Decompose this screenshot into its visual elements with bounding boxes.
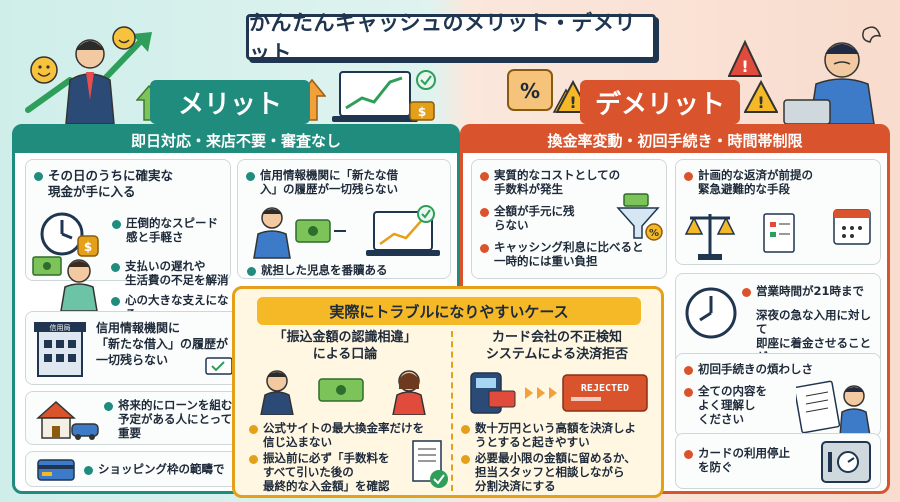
svg-text:%: % (649, 228, 659, 239)
trouble-header: 実際にトラブルになりやすいケース (257, 297, 641, 325)
merit-item: 就担した児息を番贖ある (247, 263, 388, 277)
demerit-item: キャッシング利息に比べると 一時的には重い負担 (480, 240, 644, 268)
demerit-header: 換金率変動・初回手続き・時間帯制限 (463, 127, 887, 153)
page-title: かんたんキャッシュのメリット・デメリット (246, 11, 656, 65)
cash-person-icon (32, 256, 98, 311)
svg-text:信用局: 信用局 (50, 323, 71, 332)
svg-text:$: $ (84, 240, 92, 254)
trouble-panel: 実際にトラブルになりやすいケース 「振込金額の認識相違」 による口論 公式サイト… (232, 286, 664, 498)
businessman-arrow-illustration (25, 26, 152, 125)
demerit-item: 初回手続きの煩わしさ (684, 362, 813, 376)
merit-item: 圧倒的なスピード 感と手軽さ (112, 216, 218, 244)
merit-header: 即日対応・来店不要・審査なし (15, 127, 457, 153)
check-icon (416, 70, 436, 90)
argument-illustration (260, 370, 426, 415)
merit-banner: メリット (150, 80, 310, 124)
merit-item: 信用情報機関に 「新たな借入」の履歴が 一切残らない (96, 321, 229, 367)
trouble-item: 必要最小限の金額に留めるか、 担当スタッフと相談しながら 分割決済にする (461, 451, 636, 493)
demerit-item: 全額が手元に残 らない (480, 204, 575, 232)
merit-item: 将来的にローンを組む 予定がある人にとって 重要 (104, 398, 232, 440)
divider (451, 331, 453, 491)
demerit-item: 営業時間が21時まで (742, 284, 864, 298)
merit-card-right: 信用情報機関に「新たな借 入」の履歴が一切残らない (237, 159, 451, 279)
credit-card-icon (37, 459, 75, 481)
svg-text:%: % (520, 79, 540, 103)
svg-text:!: ! (569, 93, 576, 112)
clock-icon (685, 287, 737, 339)
rejected-label: REJECTED (581, 383, 629, 394)
demerit-item: 全ての内容を よく理解し ください (684, 384, 767, 426)
svg-text:!: ! (757, 93, 764, 112)
scale-calendar-illustration (684, 209, 871, 260)
demerit-card-suspension: カードの利用停止 を防ぐ (675, 433, 881, 489)
demerit-banner: デメリット (580, 80, 740, 124)
money-bag-icon (77, 235, 99, 257)
trouble-case-title: カード会社の不正検知 システムによる決済拒否 (485, 330, 629, 362)
worried-person-illustration (783, 26, 882, 124)
money-bag-icon (409, 101, 435, 121)
person-document-icon (796, 380, 871, 436)
demerit-card-first-time: 初回手続きの煩わしさ 全ての内容を よく理解し ください (675, 353, 881, 437)
merit-item: ショッピング枠の範疇で (84, 462, 225, 476)
trouble-item: 数十万円という高額を決済しよ うとすると起きやすい (461, 421, 636, 449)
trouble-item: 振込前に必ず「手数料を すべて引いた後の 最終的な入金額」を確認 (249, 451, 390, 493)
building-icon: 信用局 (34, 322, 86, 377)
demerit-card-fees: 実質的なコストとしての 手数料が発生 全額が手元に残 らない キャッシング利息に… (471, 159, 667, 279)
demerit-item: 実質的なコストとしての 手数料が発生 (480, 168, 620, 196)
merit-card-future-loan: 将来的にローンを組む 予定がある人にとって 重要 (25, 391, 239, 445)
trouble-case-title: 「振込金額の認識相違」 による口論 (273, 330, 417, 362)
demerit-item: カードの利用停止 を防ぐ (684, 446, 790, 474)
receipt-icon (412, 440, 448, 488)
svg-text:$: $ (418, 105, 426, 119)
merit-card-same-day: その日のうちに確実な 現金が手に入る $ 圧倒的なスピード 感と手軽さ (25, 159, 231, 281)
safe-icon (821, 441, 871, 483)
merit-item: 信用情報機関に「新たな借 入」の履歴が一切残らない (246, 168, 398, 196)
warning-icon: ! (728, 39, 762, 77)
clock-icon: $ (40, 212, 99, 257)
demerit-card-hours: 営業時間が21時まで 深夜の急な入用に対して 即座に着金させることが できない (675, 273, 881, 378)
trouble-case-fraud: カード会社の不正検知 システムによる決済拒否 REJECTED 数十万円という高… (457, 329, 657, 493)
demerit-card-planned: 計画的な返済が前提の 緊急避難的な手段 (675, 159, 881, 265)
merit-item: その日のうちに確実な 現金が手に入る (34, 168, 173, 200)
laptop-icon (783, 99, 831, 124)
merit-card-shopping: ショッピング枠の範疇で (25, 451, 239, 487)
smile-icon (30, 56, 58, 84)
card-terminal-icon: REJECTED (470, 372, 648, 414)
person-laptop-illustration (253, 205, 440, 259)
warning-icon: ! (744, 80, 778, 113)
svg-text:!: ! (741, 57, 748, 76)
trouble-item: 公式サイトの最大換金率だけを 信じ込まない (249, 421, 424, 449)
demerit-item: 計画的な返済が前提の 緊急避難的な手段 (684, 168, 813, 196)
funnel-icon: % (616, 193, 663, 241)
merit-item: 支払いの遅れや 生活費の不足を解消 (111, 259, 229, 287)
trouble-case-amount: 「振込金額の認識相違」 による口論 公式サイトの最大換金率だけを 信じ込まない … (245, 329, 448, 493)
merit-card-credit-history: 信用局 信用情報機関に 「新たな借入」の履歴が 一切残らない (25, 311, 239, 385)
laptop-chart-icon: $ (332, 70, 436, 122)
checklist-icon (763, 213, 795, 253)
house-car-icon (36, 400, 99, 440)
